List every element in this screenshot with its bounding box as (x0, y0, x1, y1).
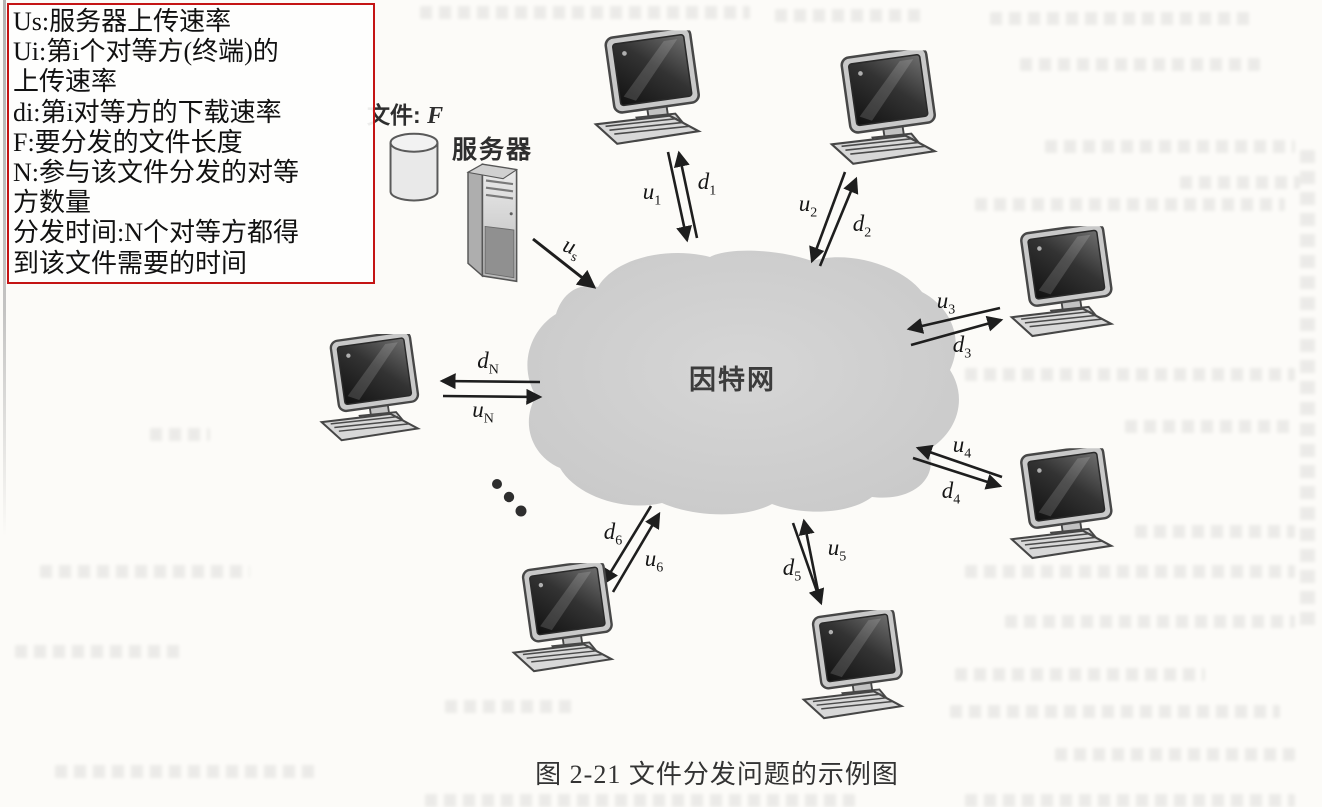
legend-line: 方数量 (13, 188, 92, 218)
scan-artifact (1055, 748, 1295, 761)
scan-artifact (425, 794, 855, 807)
server-label: 服务器 (452, 136, 534, 164)
scan-artifact (40, 565, 250, 578)
scan-artifact (1300, 150, 1315, 630)
peer5-computer-icon (800, 608, 920, 723)
page-gutter-line (3, 0, 6, 565)
arrow-d4 (912, 456, 1003, 490)
file-cylinder-icon (386, 131, 442, 205)
arrow-u1 (666, 151, 692, 243)
scan-artifact (1045, 140, 1295, 153)
arrow-u6 (611, 511, 661, 593)
label-d5: d5 (782, 555, 802, 585)
scan-artifact (975, 198, 1285, 211)
legend-line: 分发时间:N个对等方都得 (13, 218, 300, 248)
legend-line: 到该文件需要的时间 (13, 248, 248, 278)
scan-artifact (55, 765, 315, 778)
server-tower-icon (459, 158, 531, 284)
label-d1: d1 (697, 169, 717, 199)
label-uN: uN (472, 397, 494, 427)
file-label: 文件: F (367, 96, 443, 130)
scan-artifact (955, 668, 1205, 681)
label-dN: dN (477, 348, 499, 378)
scan-artifact (1005, 615, 1295, 628)
legend-box: Us:服务器上传速率 Ui:第i个对等方(终端)的 上传速率 di:第i对等方的… (7, 3, 375, 284)
arrow-us (532, 237, 597, 289)
legend-line: Ui:第i个对等方(终端)的 (13, 37, 279, 67)
peerN-computer-icon (318, 332, 436, 445)
file-variable: F (427, 103, 444, 129)
arrow-uN (442, 388, 543, 405)
label-u4: u4 (952, 432, 972, 462)
legend-line: di:第i对等方的下载速率 (13, 97, 282, 127)
scan-artifact (420, 6, 750, 19)
arrow-u4 (915, 444, 1003, 479)
label-u3: u3 (936, 288, 956, 318)
legend-line: F:要分发的文件长度 (13, 127, 243, 157)
label-u6: u6 (644, 546, 664, 576)
legend-line: 上传速率 (13, 67, 118, 97)
scan-artifact (1180, 176, 1300, 189)
legend-line: Us:服务器上传速率 (13, 7, 232, 36)
label-d4: d4 (941, 478, 961, 508)
scan-artifact (1020, 58, 1260, 71)
scan-artifact (775, 9, 925, 22)
rate-arrows (439, 150, 1004, 606)
label-d6: d6 (603, 519, 623, 549)
peer3-computer-icon (1008, 226, 1130, 339)
internet-cloud-label: 因特网 (689, 365, 776, 395)
figure-caption: 图 2-21 文件分发问题的示例图 (535, 760, 899, 789)
scan-artifact (950, 705, 1280, 718)
internet-cloud (527, 250, 959, 515)
scan-artifact (150, 428, 210, 441)
legend-line: N:参与该文件分发的对等 (13, 158, 300, 188)
scan-artifact (990, 12, 1250, 25)
peer4-computer-icon (1008, 448, 1130, 561)
label-u1: u1 (642, 179, 662, 209)
arrow-u2 (809, 171, 847, 264)
label-d3: d3 (952, 332, 972, 362)
label-d2: d2 (852, 211, 872, 241)
scan-artifact (965, 565, 1295, 578)
peer1-computer-icon (592, 30, 718, 147)
scan-artifact (1135, 525, 1295, 538)
peer6-computer-icon (510, 560, 630, 677)
arrow-d6 (602, 505, 653, 586)
scan-artifact (965, 794, 1295, 807)
file-label-text: 文件: (367, 102, 421, 128)
arrow-u3 (906, 306, 1001, 334)
arrow-d5 (791, 522, 825, 606)
arrow-dN (439, 373, 541, 390)
ellipsis-dots (492, 479, 527, 517)
arrow-d2 (818, 176, 859, 267)
arrow-d1 (673, 150, 699, 239)
scan-artifact (1125, 420, 1295, 433)
scan-artifact (965, 368, 1295, 381)
scan-artifact (445, 700, 575, 713)
label-u5: u5 (827, 535, 847, 565)
arrow-d3 (910, 315, 1004, 347)
label-u2: u2 (798, 191, 818, 221)
scan-artifact (15, 645, 185, 658)
peer2-computer-icon (828, 50, 954, 167)
